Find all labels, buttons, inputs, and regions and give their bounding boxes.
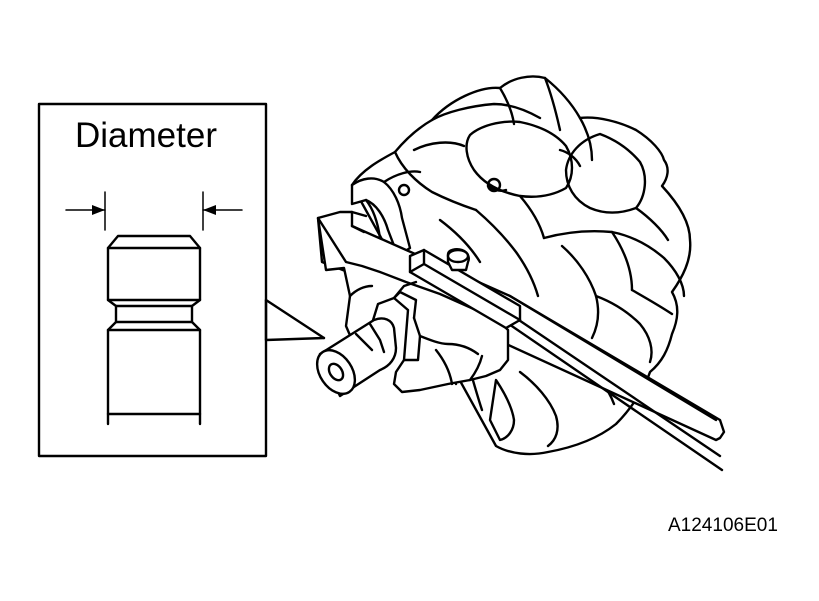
detail-callout-box: Diameter: [37, 102, 268, 458]
figure-reference-code: A124106E01: [668, 515, 778, 536]
callout-leader: [264, 298, 326, 342]
shaft-detail-icon: [106, 234, 202, 426]
vernier-caliper-icon: [316, 210, 726, 472]
commutator-shaft-icon: [315, 317, 398, 398]
dimension-arrow-icon: [65, 191, 243, 231]
callout-title: Diameter: [75, 116, 217, 155]
